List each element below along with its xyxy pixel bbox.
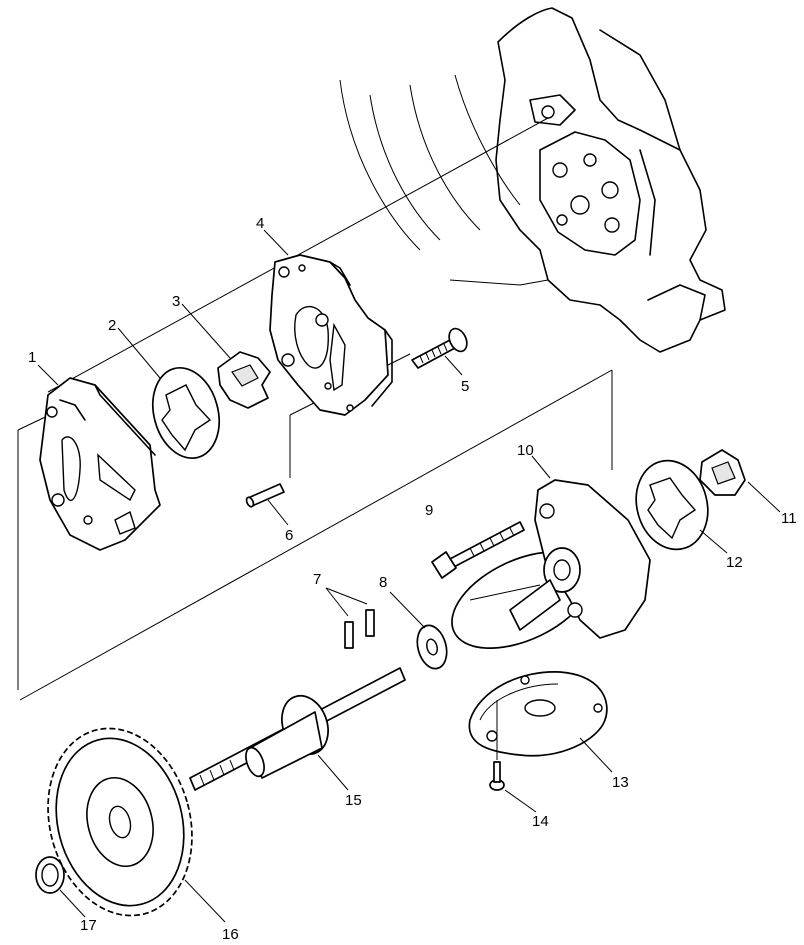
part-15-pump-shaft: [189, 667, 406, 791]
part-14-screw: [489, 700, 505, 791]
part-11-inner-rotor: [699, 449, 746, 496]
callout-5: 5: [461, 378, 469, 395]
part-16-drive-gear: [47, 727, 193, 917]
callout-8: 8: [379, 574, 387, 591]
callout-15: 15: [345, 792, 362, 809]
callout-4: 4: [256, 215, 264, 232]
leader-lines: [37, 229, 781, 923]
part-4-pump-housing: [269, 254, 393, 416]
part-7-pins: [325, 587, 375, 649]
part-12-outer-rotor: [635, 459, 709, 551]
callout-16: 16: [222, 926, 239, 943]
part-8-washer: [416, 624, 448, 670]
callout-2: 2: [108, 317, 116, 334]
callout-11: 11: [781, 510, 797, 527]
part-6-dowel-pin: [245, 483, 285, 508]
callout-13: 13: [612, 774, 629, 791]
callout-10: 10: [517, 442, 534, 459]
crankcase-housing: [339, 7, 726, 353]
callout-labels: 1 2 3 4 5 6 7 8 9 10 11 12 13 14 15 16 1…: [28, 215, 797, 943]
callout-1: 1: [28, 349, 36, 366]
part-1-pump-cover: [39, 377, 161, 551]
part-9-bolt: [431, 521, 525, 579]
callout-12: 12: [726, 554, 743, 571]
callout-6: 6: [285, 527, 293, 544]
part-13-gasket: [468, 671, 608, 757]
callout-3: 3: [172, 293, 180, 310]
part-5-bolt: [411, 327, 468, 369]
callout-9: 9: [425, 502, 433, 519]
part-3-inner-rotor: [217, 351, 271, 409]
callout-14: 14: [532, 813, 549, 830]
callout-7: 7: [313, 571, 321, 588]
callout-17: 17: [80, 917, 97, 934]
part-17-thrust-washer: [35, 856, 65, 894]
part-2-outer-rotor: [152, 366, 220, 460]
part-10-pump-cover-bracket: [451, 479, 651, 650]
